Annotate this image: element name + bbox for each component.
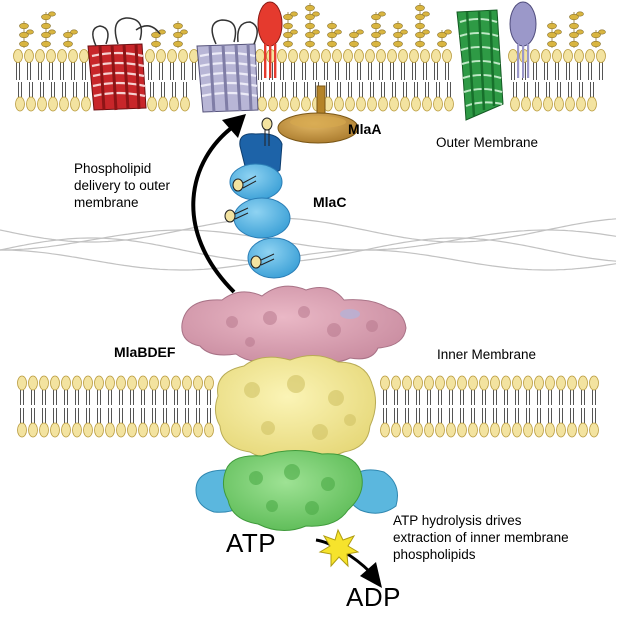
purple-lipoprotein bbox=[509, 1, 537, 78]
mlaA-label: MlaA bbox=[348, 121, 382, 137]
atp-label: ATP bbox=[226, 528, 277, 558]
red-beta-barrel bbox=[87, 17, 161, 111]
red-lipoprotein bbox=[257, 1, 283, 78]
phospholipid-icon bbox=[232, 175, 257, 192]
mlaBDEF-label: MlaBDEF bbox=[114, 344, 176, 360]
phospholipid-delivery-line-3: membrane bbox=[74, 195, 139, 210]
curved-arrow-icon bbox=[191, 114, 246, 294]
atp-hydrolysis-line-3: phospholipids bbox=[393, 547, 476, 562]
adp-label: ADP bbox=[346, 582, 401, 612]
peptidoglycan-layer bbox=[0, 217, 617, 271]
atp-hydrolysis-label: ATP hydrolysis drives extraction of inne… bbox=[393, 512, 613, 563]
inner-membrane bbox=[17, 375, 599, 438]
green-beta-barrel bbox=[456, 9, 504, 121]
phospholipid-delivery-label: Phospholipid delivery to outer membrane bbox=[74, 160, 204, 211]
outer-membrane bbox=[13, 3, 606, 112]
phospholipid-delivery-line-1: Phospholipid bbox=[74, 161, 152, 176]
star-burst-icon bbox=[318, 528, 360, 568]
phospholipid-icon bbox=[250, 253, 275, 269]
atp-hydrolysis-line-2: extraction of inner membrane bbox=[393, 530, 569, 545]
mlaE-transmembrane bbox=[214, 355, 376, 460]
atp-hydrolysis-line-1: ATP hydrolysis drives bbox=[393, 513, 522, 528]
mlaF-atpase bbox=[222, 450, 363, 531]
outer-membrane-label: Outer Membrane bbox=[436, 135, 539, 150]
mlaC-protein bbox=[229, 133, 301, 279]
mlaD-ring bbox=[181, 285, 407, 365]
inner-membrane-label: Inner Membrane bbox=[437, 347, 537, 362]
phospholipid-icon bbox=[261, 117, 273, 146]
phospholipid-delivery-line-2: delivery to outer bbox=[74, 178, 171, 193]
mlaA-protein bbox=[277, 85, 359, 144]
mlaC-label: MlaC bbox=[313, 194, 347, 210]
phospholipid-icon bbox=[224, 207, 249, 223]
lavender-beta-barrel bbox=[196, 19, 259, 113]
